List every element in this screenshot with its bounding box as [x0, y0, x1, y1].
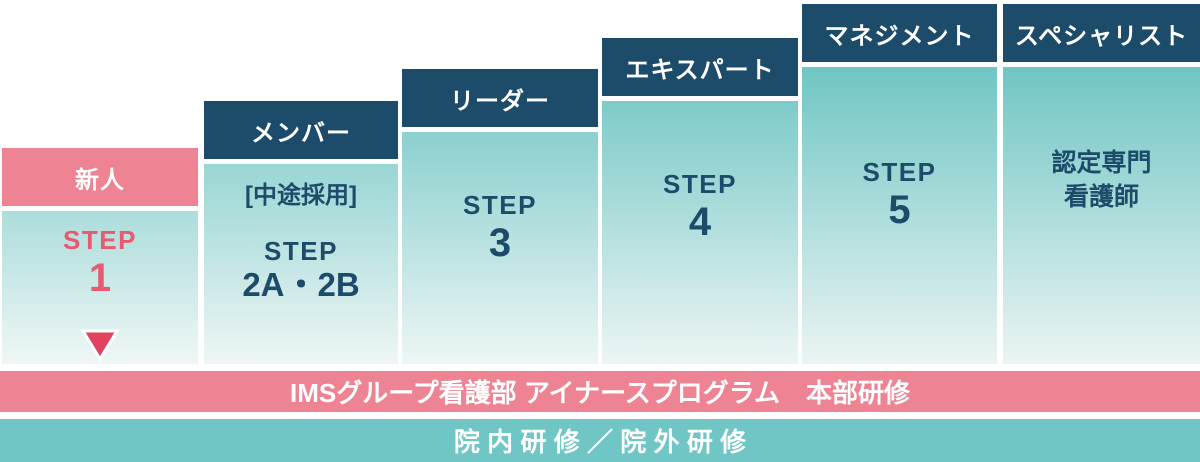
step2-step-number: 2A・2B	[242, 266, 360, 304]
mid-career-note: [中途採用]	[245, 182, 357, 209]
step4-body: STEP 4	[602, 101, 798, 364]
step2-step-word: STEP	[264, 236, 338, 266]
step5-step-group: STEP 5	[862, 157, 937, 233]
step1-step-group: STEP 1	[63, 225, 137, 301]
step4-header-label: エキスパート	[625, 56, 775, 84]
step4-column: エキスパート STEP 4	[602, 38, 798, 364]
certified-nurse-line1: 認定専門	[1051, 149, 1152, 177]
step3-step-word: STEP	[463, 190, 537, 220]
step1-header: 新人	[2, 148, 198, 206]
step3-step-group: STEP 3	[463, 190, 537, 266]
specialist-header-label: スペシャリスト	[1014, 22, 1189, 50]
step2-header: メンバー	[204, 101, 398, 159]
step3-column: リーダー STEP 3	[402, 69, 598, 364]
step4-step-number: 4	[688, 200, 712, 245]
step1-header-label: 新人	[75, 166, 125, 194]
step4-step-group: STEP 4	[663, 169, 737, 245]
step2-header-label: メンバー	[251, 119, 351, 147]
step3-body: STEP 3	[402, 132, 598, 364]
step5-header-label: マネジメント	[824, 22, 975, 50]
specialist-column: スペシャリスト 認定専門 看護師	[1003, 4, 1200, 364]
down-triangle-icon	[80, 329, 120, 362]
specialist-header: スペシャリスト	[1003, 4, 1200, 62]
step5-header: マネジメント	[802, 4, 997, 62]
step2-step-group: STEP 2A・2B	[242, 236, 360, 304]
step2-body: [中途採用] STEP 2A・2B	[204, 164, 398, 364]
step1-step-number: 1	[88, 256, 112, 301]
step5-column: マネジメント STEP 5	[802, 4, 997, 364]
step3-header-label: リーダー	[450, 87, 550, 115]
step4-step-word: STEP	[663, 169, 737, 199]
step5-body: STEP 5	[802, 67, 997, 364]
step4-header: エキスパート	[602, 38, 798, 96]
step3-header: リーダー	[402, 69, 598, 127]
headquarters-training-label: IMSグループ看護部 アイナースプログラム 本部研修	[290, 378, 910, 408]
step1-column: 新人 STEP 1	[2, 148, 198, 364]
hospital-training-bar: 院内研修／院外研修	[0, 419, 1200, 462]
certified-nurse-line2: 看護師	[1063, 182, 1139, 211]
step1-arrow-wrap	[79, 327, 121, 364]
step1-body: STEP 1	[2, 211, 198, 364]
step2-column: メンバー [中途採用] STEP 2A・2B	[204, 101, 398, 364]
hospital-training-label: 院内研修／院外研修	[453, 427, 754, 457]
specialist-body: 認定専門 看護師	[1003, 67, 1200, 364]
step5-step-word: STEP	[862, 157, 937, 187]
step3-step-number: 3	[488, 221, 512, 266]
certified-nurse-label: 認定専門 看護師	[1051, 147, 1151, 215]
step5-step-number: 5	[888, 188, 911, 233]
step1-step-word: STEP	[63, 225, 137, 255]
headquarters-training-bar: IMSグループ看護部 アイナースプログラム 本部研修	[0, 371, 1200, 412]
